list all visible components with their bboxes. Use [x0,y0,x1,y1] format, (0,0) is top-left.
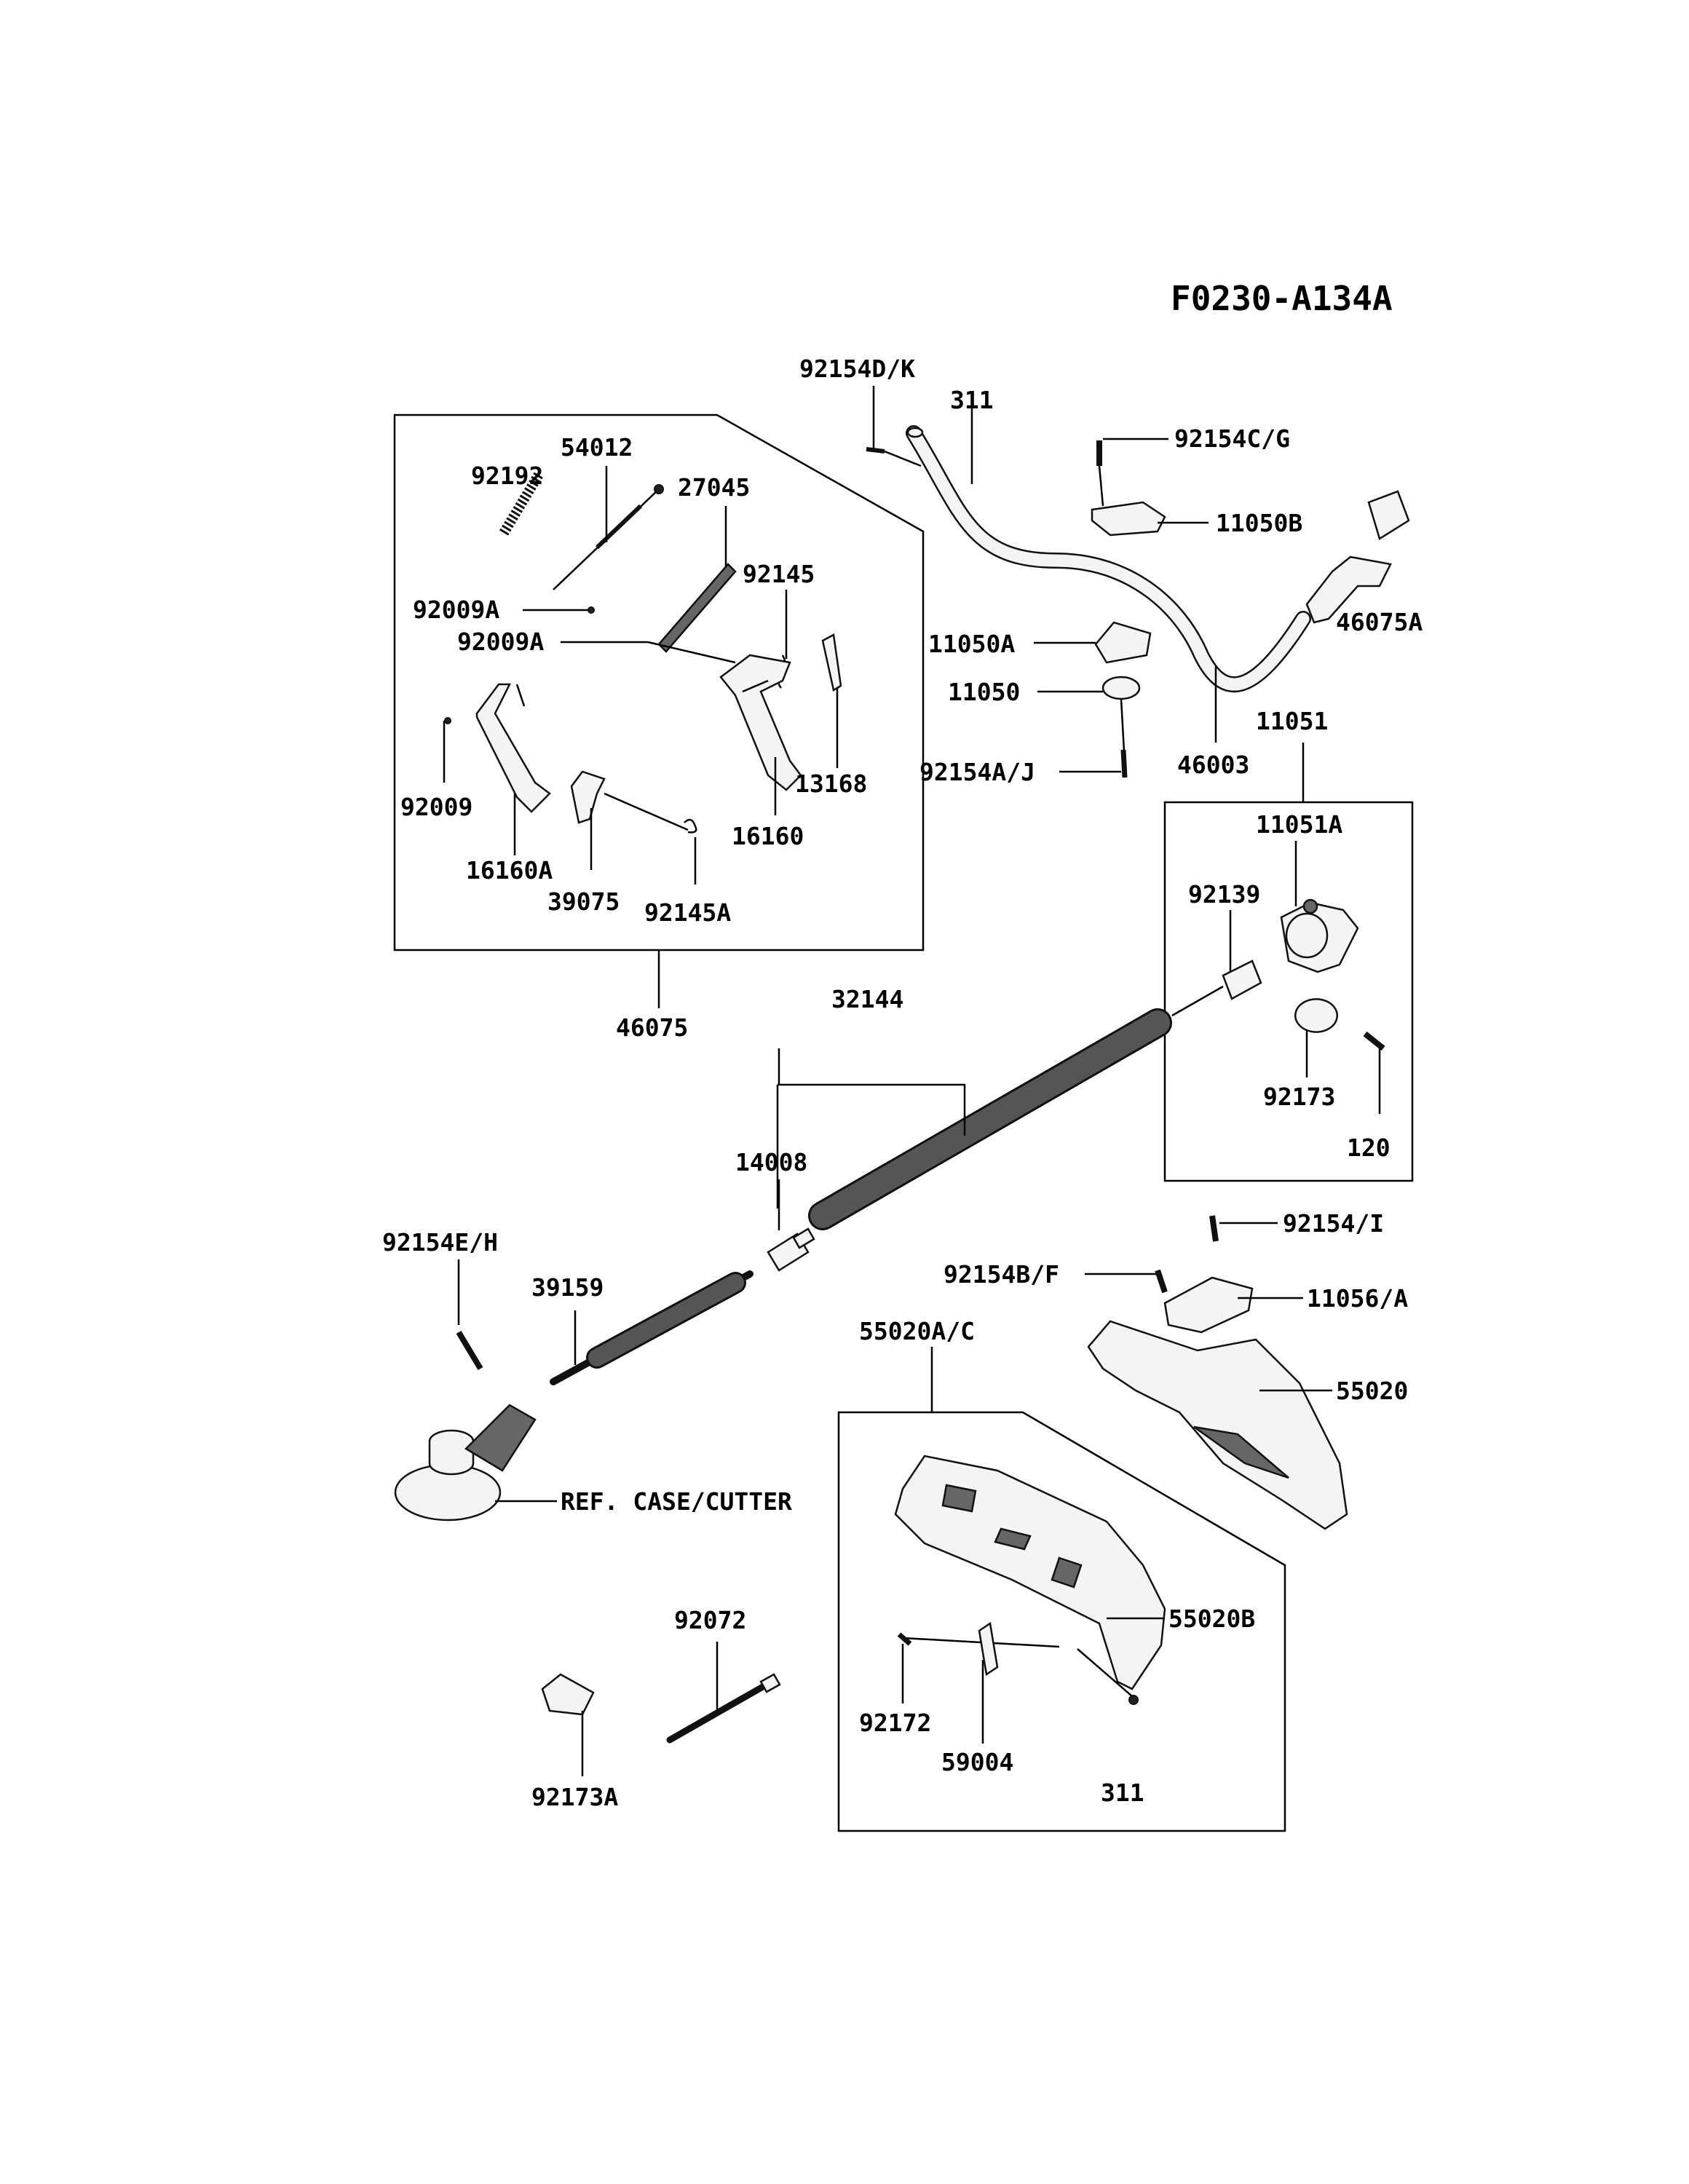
label-54012: 54012 [561,433,633,462]
label-32144: 32144 [831,985,903,1013]
group-box-46075 [393,414,925,951]
guard-plate-55020A [894,1455,1166,1690]
label-39159: 39159 [531,1273,604,1302]
label-11056A: 11056/A [1307,1284,1408,1313]
label-11051A: 11051A [1256,810,1342,839]
label-39075: 39075 [547,887,620,916]
handle-bar-46003 [906,425,1311,693]
label-55020: 55020 [1336,1377,1408,1405]
label-27045: 27045 [678,473,750,502]
label-92154DK: 92154D/K [799,355,915,383]
label-92009A-1: 92009A [413,596,499,624]
label-311-bottom: 311 [1101,1779,1144,1807]
label-311-top: 311 [950,386,994,414]
label-92145: 92145 [743,560,815,588]
label-59004: 59004 [941,1748,1013,1776]
lever-16160A [475,683,551,813]
group-box-11051 [1163,801,1414,1182]
clamp-11050A [1094,621,1152,664]
shaft-32144 [808,985,1224,1230]
lever-16160 [719,654,802,791]
label-92172: 92172 [859,1709,931,1737]
label-92009A-2: 92009A [457,628,544,656]
label-11051: 11051 [1256,707,1328,735]
label-92154AJ: 92154A/J [919,758,1035,786]
label-92154BF: 92154B/F [944,1260,1059,1289]
clip-92173A [541,1673,595,1716]
label-14008: 14008 [735,1148,807,1176]
cable-54012 [553,484,664,590]
label-55020AC: 55020A/C [859,1317,975,1345]
label-55020B: 55020B [1168,1605,1255,1633]
label-92009: 92009 [400,793,472,821]
label-92154I: 92154/I [1283,1209,1384,1238]
bar-27045 [657,563,737,653]
label-92154CG: 92154C/G [1174,424,1290,453]
label-92072: 92072 [674,1606,746,1634]
label-13168: 13168 [795,769,867,798]
label-16160A: 16160A [466,856,553,885]
plate-11056A [1163,1276,1254,1334]
label-11050A: 11050A [928,630,1015,658]
mount-11051A [1280,898,1359,973]
label-ref-case-cutter: REF. CASE/CUTTER [561,1487,792,1516]
cutter-head [394,1404,537,1522]
label-46075: 46075 [616,1013,688,1042]
cable-tie-92072 [666,1673,781,1744]
label-46003: 46003 [1177,751,1249,779]
label-46075A: 46075A [1336,608,1423,636]
label-16160: 16160 [732,822,804,850]
label-92192: 92192 [471,462,543,490]
shaft-39159 [550,1270,753,1385]
label-92139: 92139 [1188,880,1260,909]
label-92154EH: 92154E/H [382,1228,498,1257]
label-11050B: 11050B [1216,509,1302,537]
guard-55020 [1087,1320,1348,1530]
group-box-55020AC [837,1411,1286,1832]
clamp-11050B [1091,501,1166,537]
diagram-id: F0230-A134A [1171,279,1393,318]
label-120: 120 [1347,1133,1391,1162]
label-92173A: 92173A [531,1783,618,1811]
grip-46075A [1305,555,1392,624]
label-11050: 11050 [948,678,1020,706]
label-92173: 92173 [1263,1083,1335,1111]
label-92145A: 92145A [644,898,731,927]
